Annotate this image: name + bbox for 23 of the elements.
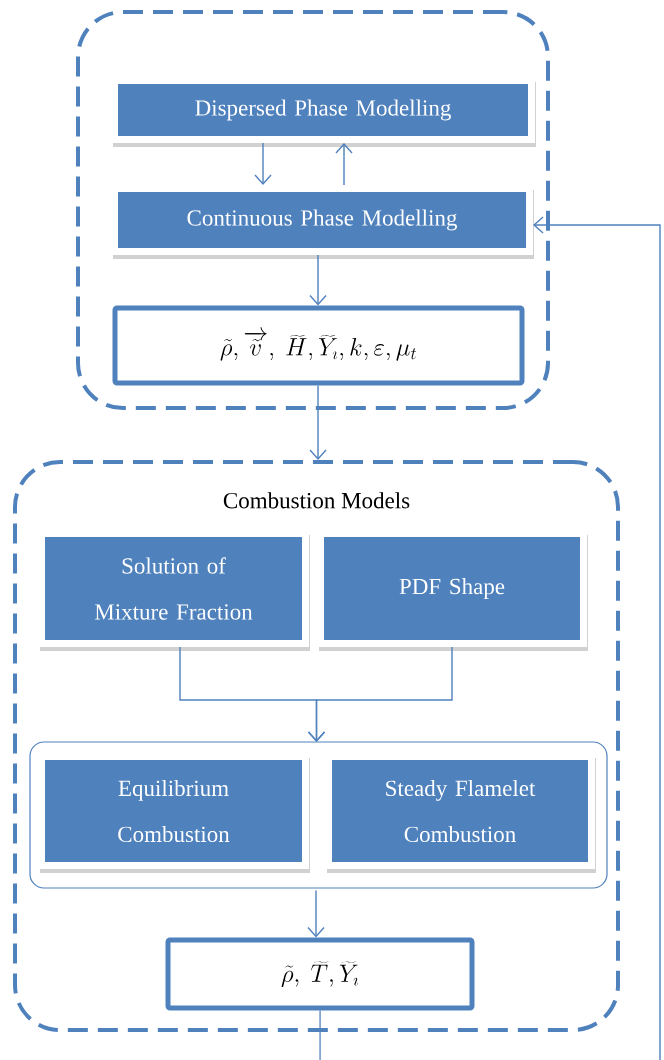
arrow	[309, 384, 327, 460]
variables-box: $\tilde{\rho}, \overrightarrow{\tilde{v}},\ \widetilde{H}, \widetilde{Y}_{\imath}, k, \varepsilon, \mu_t$	[112, 305, 525, 386]
arrow	[319, 216, 661, 1060]
dashed-group	[76, 10, 550, 410]
process-box: Steady Flamelet Combustion	[325, 753, 596, 873]
node-label: PDF Shape	[399, 578, 505, 599]
node-label: Solution of Mixture Fraction	[94, 557, 253, 620]
process-box: PDF Shape	[317, 530, 588, 651]
arrow	[309, 254, 327, 306]
node-label: Dispersed Phase Modelling	[195, 99, 451, 121]
node-label: Steady Flamelet Combustion	[386, 779, 536, 843]
arrow	[254, 142, 272, 185]
variables-box: $\tilde{\rho},\ \widetilde{T}, \widetilde{Y}_{\imath}$	[165, 937, 475, 1011]
node-label: Equilibrium Combustion	[118, 779, 230, 843]
arrow	[335, 143, 353, 186]
process-box: Continuous Phase Modelling	[111, 185, 534, 259]
process-box: Equilibrium Combustion	[38, 753, 310, 873]
arrow	[307, 889, 325, 938]
arrow	[307, 646, 453, 742]
group-box	[29, 741, 608, 889]
process-box: Solution of Mixture Fraction	[38, 530, 310, 651]
node-label: Continuous Phase Modelling	[187, 209, 458, 231]
process-box: Dispersed Phase Modelling	[111, 77, 536, 147]
